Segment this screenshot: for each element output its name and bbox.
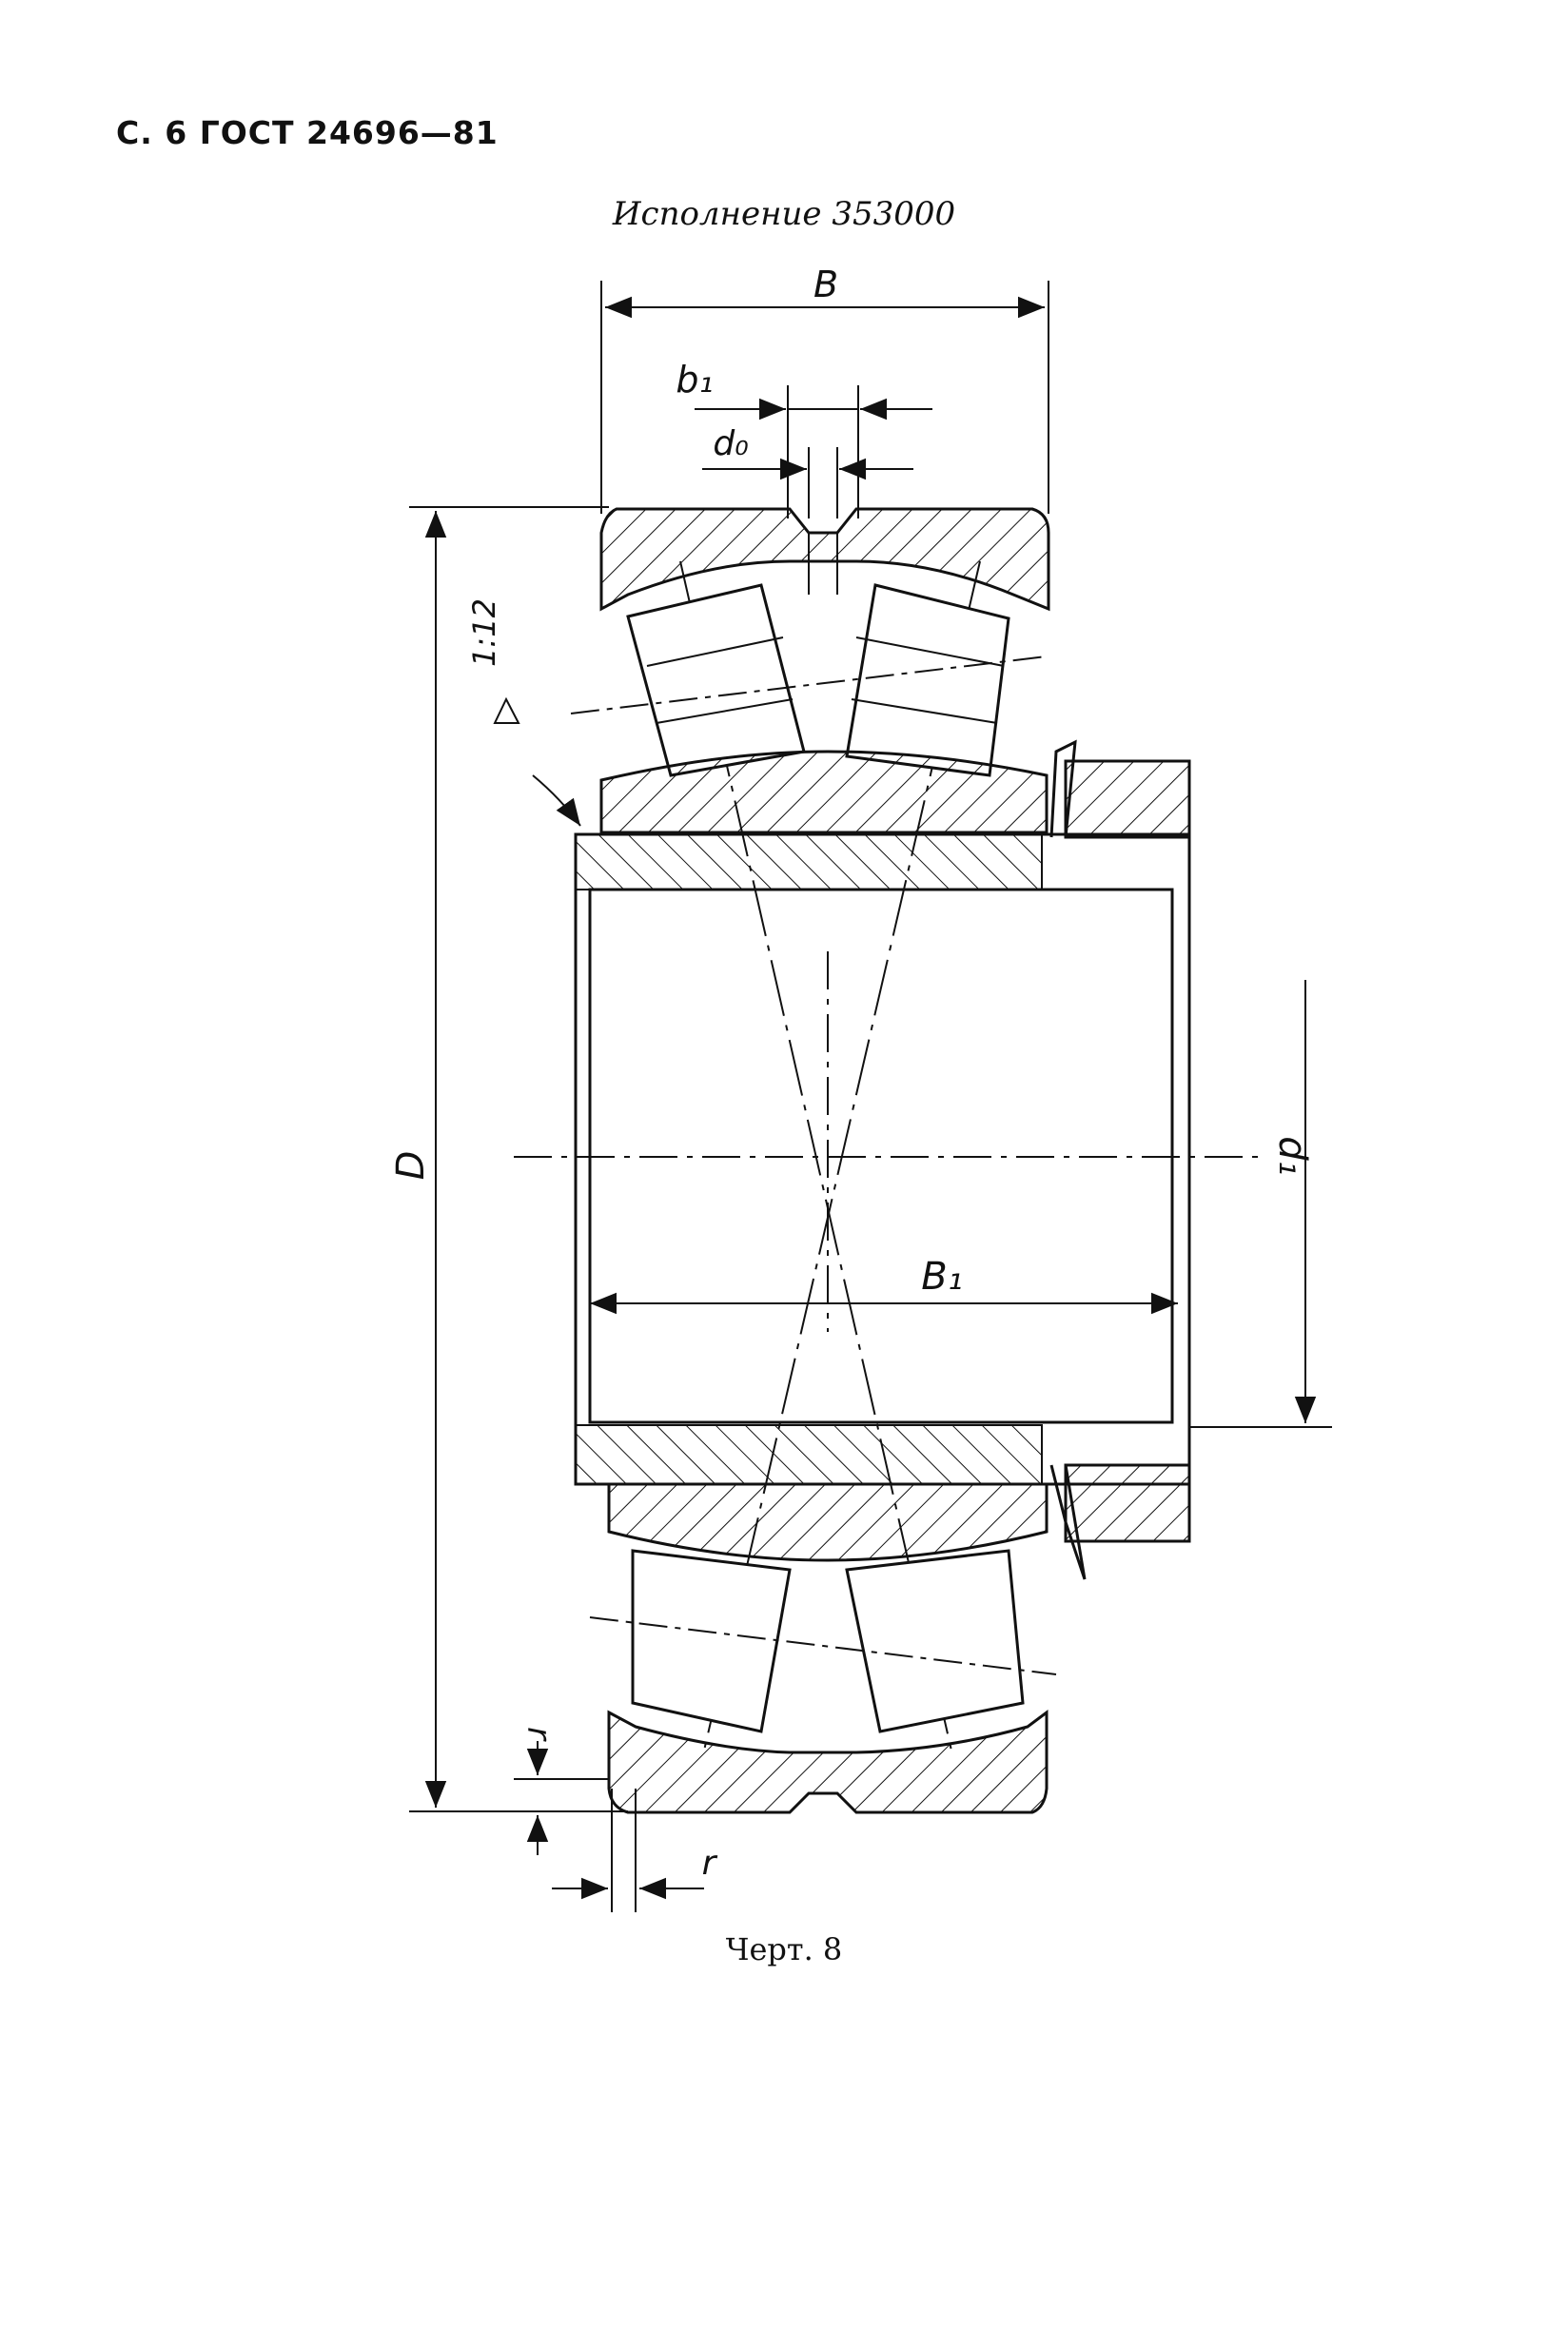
label-taper: 1:12: [466, 598, 502, 667]
label-d0: d₀: [713, 424, 748, 463]
adapter-sleeve-outer: [574, 832, 1191, 1486]
roller-axis-upper: [570, 655, 1048, 714]
outer-ring-lower: [607, 1710, 1049, 1814]
lock-nut-upper: [1064, 759, 1191, 839]
roller-upper-left: [626, 583, 806, 777]
label-r-horizontal: r: [702, 1844, 718, 1883]
sleeve-wall-top: [575, 833, 1043, 890]
lock-washer-upper: [1049, 739, 1077, 838]
roller-upper-right: [845, 583, 1010, 777]
lock-nut-lower: [1064, 1463, 1191, 1543]
label-r-vertical: r: [519, 1727, 558, 1742]
inner-ring-lower: [607, 1482, 1049, 1562]
page-header: С. 6 ГОСТ 24696—81: [116, 114, 499, 151]
label-d1: d₁: [1270, 1136, 1314, 1175]
roller-lower-right: [845, 1549, 1025, 1733]
outer-ring-upper: [599, 507, 1050, 612]
taper-symbol: [493, 696, 520, 724]
figure-caption: Черт. 8: [725, 1931, 843, 1967]
taper-leader: [532, 774, 581, 827]
lock-washer-lower: [1049, 1464, 1087, 1580]
roller-lower-left: [631, 1549, 792, 1733]
variant-title: Исполнение 353000: [612, 195, 956, 233]
label-D: D: [389, 1151, 433, 1181]
roller-axis-lower: [589, 1616, 1057, 1675]
label-b1: b₁: [676, 359, 713, 401]
label-B1: B₁: [921, 1255, 962, 1299]
label-B: B: [813, 264, 838, 305]
inner-ring-upper: [599, 750, 1049, 834]
sleeve-wall-bottom: [575, 1424, 1043, 1485]
